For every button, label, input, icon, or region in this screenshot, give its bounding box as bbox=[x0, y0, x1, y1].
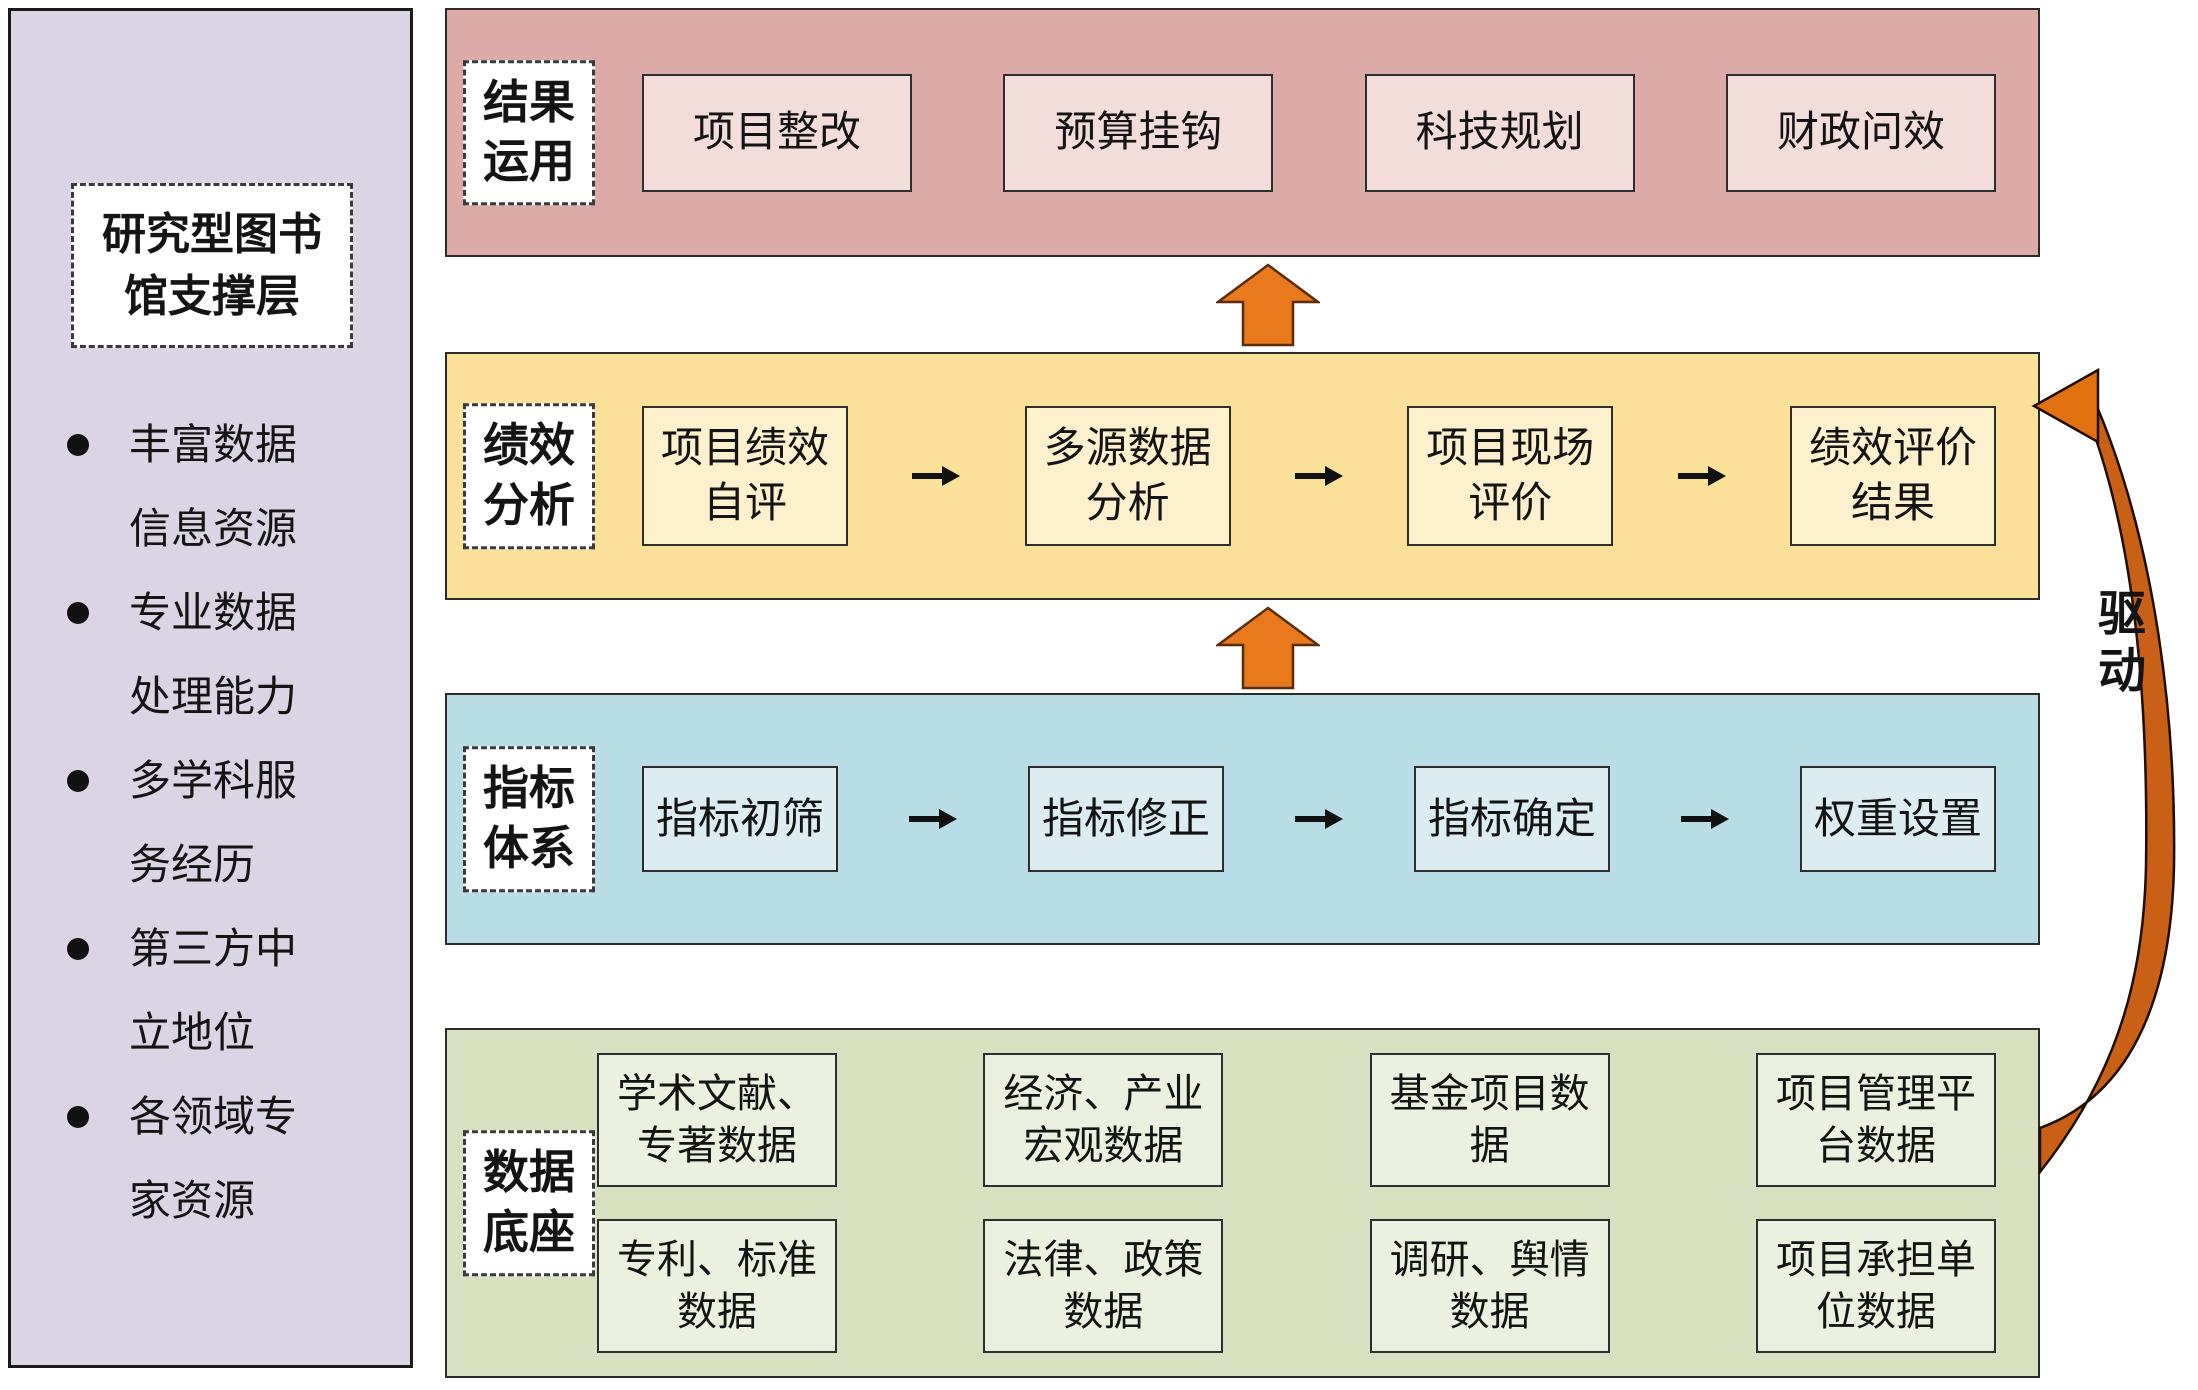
node-self-evaluation: 项目绩效自评 bbox=[642, 406, 848, 546]
drive-curve-arrow bbox=[2031, 367, 2176, 1176]
flow-arrow-icon bbox=[1295, 809, 1343, 829]
list-item: 各领域专家资源 bbox=[67, 1075, 321, 1243]
node-indicator-revision: 指标修正 bbox=[1028, 766, 1224, 872]
band-data-label: 数据底座 bbox=[463, 1130, 595, 1276]
node-tech-planning: 科技规划 bbox=[1364, 73, 1635, 192]
list-item: 专业数据处理能力 bbox=[67, 571, 321, 739]
up-arrow-icon bbox=[1216, 606, 1320, 690]
node-fund-project-data: 基金项目数据 bbox=[1369, 1053, 1610, 1187]
node-onsite-evaluation: 项目现场评价 bbox=[1407, 406, 1614, 546]
up-arrow-icon bbox=[1216, 263, 1320, 347]
node-indicator-screening: 指标初筛 bbox=[642, 766, 838, 872]
band-indicator-system: 指标体系 指标初筛 指标修正 指标确定 权重设置 bbox=[445, 693, 2040, 945]
bullet-text: 多学科服务经历 bbox=[129, 756, 298, 889]
list-item: 第三方中立地位 bbox=[67, 907, 321, 1075]
band-data-grid: 学术文献、专著数据 经济、产业宏观数据 基金项目数据 项目管理平台数据 专利、标… bbox=[597, 1030, 1996, 1376]
node-project-platform-data: 项目管理平台数据 bbox=[1755, 1053, 1996, 1187]
flow-arrow-icon bbox=[1681, 809, 1729, 829]
band-result-application: 结果运用 项目整改 预算挂钩 科技规划 财政问效 bbox=[445, 8, 2040, 257]
node-fiscal-accountability: 财政问效 bbox=[1725, 73, 1996, 192]
bullet-text: 丰富数据信息资源 bbox=[129, 420, 298, 553]
flow-arrow-icon bbox=[1294, 466, 1343, 486]
drive-label: 驱动 bbox=[2097, 586, 2146, 699]
band-performance-analysis: 绩效分析 项目绩效自评 多源数据分析 项目现场评价 绩效评价结果 bbox=[445, 352, 2040, 600]
band-performance-row: 项目绩效自评 多源数据分析 项目现场评价 绩效评价结果 bbox=[642, 354, 1996, 598]
bullet-icon bbox=[67, 434, 89, 456]
node-evaluation-result: 绩效评价结果 bbox=[1789, 406, 1996, 546]
node-project-rectification: 项目整改 bbox=[642, 73, 912, 192]
sidebar-title: 研究型图书馆支撑层 bbox=[71, 183, 353, 349]
node-budget-link: 预算挂钩 bbox=[1003, 73, 1274, 192]
bullet-text: 专业数据处理能力 bbox=[129, 588, 298, 721]
node-economic-macro-data: 经济、产业宏观数据 bbox=[983, 1053, 1224, 1187]
node-weight-setting: 权重设置 bbox=[1800, 766, 1996, 872]
bullet-text: 各领域专家资源 bbox=[129, 1092, 298, 1225]
band-data-base: 数据底座 学术文献、专著数据 经济、产业宏观数据 基金项目数据 项目管理平台数据… bbox=[445, 1028, 2040, 1378]
node-multisource-analysis: 多源数据分析 bbox=[1024, 406, 1231, 546]
band-indicator-label: 指标体系 bbox=[463, 746, 595, 892]
bullet-icon bbox=[67, 770, 89, 792]
flow-arrow-icon bbox=[1677, 466, 1726, 486]
sidebar-support-layer: 研究型图书馆支撑层 丰富数据信息资源 专业数据处理能力 多学科服务经历 第三方中… bbox=[8, 8, 413, 1368]
band-result-label: 结果运用 bbox=[463, 59, 595, 206]
flow-arrow-icon bbox=[909, 809, 957, 829]
node-academic-literature-data: 学术文献、专著数据 bbox=[597, 1053, 837, 1187]
flow-arrow-icon bbox=[912, 466, 961, 486]
bullet-icon bbox=[67, 602, 89, 624]
sidebar-bullet-list: 丰富数据信息资源 专业数据处理能力 多学科服务经历 第三方中立地位 各领域专家资… bbox=[67, 403, 321, 1243]
bullet-text: 第三方中立地位 bbox=[129, 924, 298, 1057]
list-item: 丰富数据信息资源 bbox=[67, 403, 321, 571]
node-survey-opinion-data: 调研、舆情数据 bbox=[1369, 1219, 1610, 1353]
node-indicator-confirmation: 指标确定 bbox=[1414, 766, 1610, 872]
node-law-policy-data: 法律、政策数据 bbox=[983, 1219, 1224, 1353]
band-performance-label: 绩效分析 bbox=[463, 403, 595, 549]
bullet-icon bbox=[67, 1106, 89, 1128]
band-result-row: 项目整改 预算挂钩 科技规划 财政问效 bbox=[642, 10, 1996, 255]
node-undertaking-unit-data: 项目承担单位数据 bbox=[1755, 1219, 1996, 1353]
node-patent-standard-data: 专利、标准数据 bbox=[597, 1219, 837, 1353]
band-indicator-row: 指标初筛 指标修正 指标确定 权重设置 bbox=[642, 695, 1996, 943]
list-item: 多学科服务经历 bbox=[67, 739, 321, 907]
bullet-icon bbox=[67, 938, 89, 960]
